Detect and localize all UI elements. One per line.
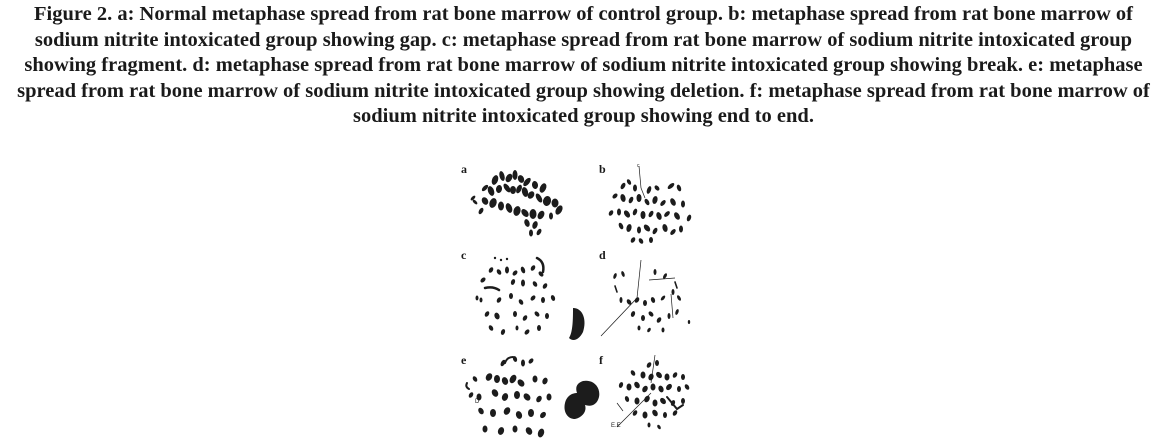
panel-label-f: f — [599, 353, 603, 367]
panel-label-a: a — [461, 162, 467, 176]
panel-c: c — [455, 248, 585, 340]
metaphase-spread-b-image: c — [608, 163, 692, 244]
panel-label-b: b — [599, 162, 606, 176]
metaphase-spread-d-image — [600, 259, 691, 337]
metaphase-spread-a-image — [470, 170, 563, 237]
panel-d: d — [593, 248, 711, 337]
panel-label-c: c — [461, 248, 467, 262]
deletion-annotation-e: D — [475, 399, 480, 405]
svg-text:c: c — [637, 163, 640, 169]
metaphase-spread-f-image — [616, 354, 690, 430]
panel-e: e D — [455, 353, 600, 438]
panel-f: f E.E — [593, 353, 711, 437]
figure-caption: Figure 2. a: Normal metaphase spread fro… — [17, 3, 1150, 127]
panel-a: a — [455, 158, 573, 242]
end-to-end-annotation-f: E.E — [611, 423, 621, 429]
panel-label-d: d — [599, 248, 606, 262]
panel-b: b — [593, 158, 711, 244]
metaphase-spread-e-image — [465, 356, 600, 438]
panel-label-e: e — [461, 353, 467, 367]
chromosome-figure: a — [455, 158, 715, 446]
metaphase-spread-c-image — [475, 256, 585, 340]
